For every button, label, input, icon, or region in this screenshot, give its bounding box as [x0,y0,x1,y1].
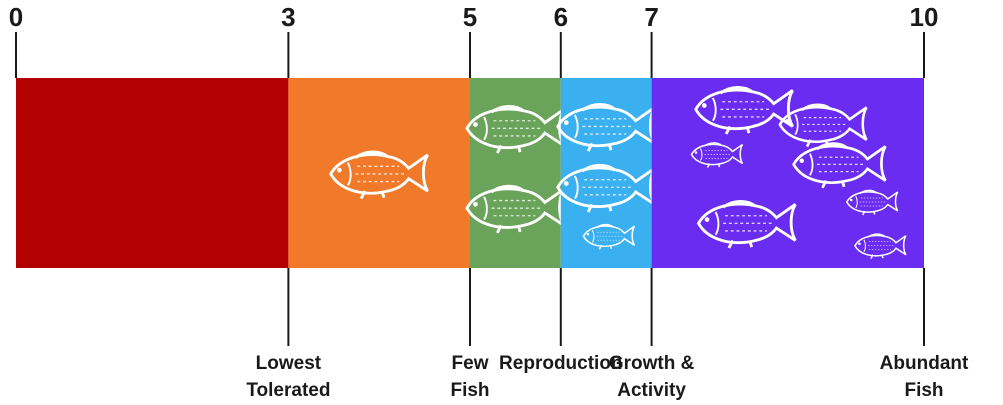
annotation-line-text: Lowest [246,351,330,378]
annotation-line-text: Activity [609,378,695,405]
scale-segment [558,78,655,268]
tick-label: 7 [644,4,658,30]
annotation-label: Reproduction [499,351,623,378]
tick-label: 0 [9,4,23,30]
tick-label: 6 [554,4,568,30]
scale-segment [288,78,470,268]
annotation-line-text: Fish [450,378,489,405]
annotation-line-text: Abundant [880,351,969,378]
annotation-line-text: Few [450,351,489,378]
tick-label: 10 [910,4,939,30]
tick-label: 5 [463,4,477,30]
segment-fill [288,78,470,268]
annotation-line-text: Fish [880,378,969,405]
scale-segment [652,78,924,268]
annotation-line-text: Growth & [609,351,695,378]
tick-label: 3 [281,4,295,30]
scale-segment [467,78,564,268]
annotation-label: Growth &Activity [609,351,695,404]
annotation-line-text: Reproduction [499,351,623,378]
segment-fill [16,78,288,268]
scale-segment [16,78,288,268]
annotation-line-text: Tolerated [246,378,330,405]
